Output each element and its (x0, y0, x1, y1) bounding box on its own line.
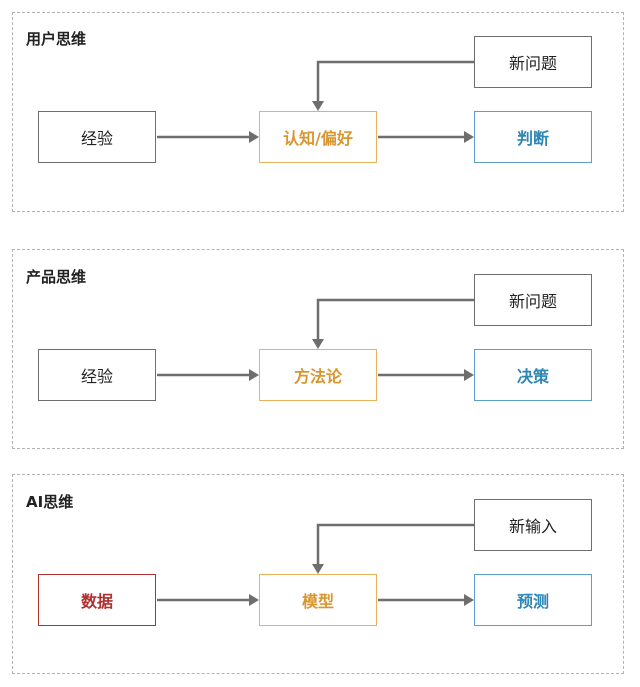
trigger-box-new-question: 新问题 (474, 36, 592, 88)
arrow-head (464, 594, 474, 606)
arrow-head (249, 369, 259, 381)
arrow-head (249, 131, 259, 143)
arrow-head (312, 101, 324, 111)
arrow-trigger-to-process (316, 523, 474, 565)
output-box-judgment: 判断 (474, 111, 592, 163)
arrow-trigger-to-process (316, 298, 474, 340)
input-box-experience: 经验 (38, 111, 156, 163)
panel-title-ai-thinking: AI思维 (26, 493, 74, 511)
arrow-head (464, 131, 474, 143)
input-box-experience: 经验 (38, 349, 156, 401)
arrow-trigger-to-process (316, 60, 474, 102)
output-box-prediction: 预测 (474, 574, 592, 626)
trigger-box-new-question: 新问题 (474, 274, 592, 326)
arrow-head (312, 564, 324, 574)
process-box-methodology: 方法论 (259, 349, 377, 401)
panel-product-thinking (12, 249, 624, 449)
arrow-head (249, 594, 259, 606)
process-box-cognition-preference: 认知/偏好 (259, 111, 377, 163)
input-box-data: 数据 (38, 574, 156, 626)
process-box-model: 模型 (259, 574, 377, 626)
panel-ai-thinking (12, 474, 624, 674)
panel-title-product-thinking: 产品思维 (26, 268, 87, 286)
arrow-head (312, 339, 324, 349)
arrow-head (464, 369, 474, 381)
output-box-decision: 决策 (474, 349, 592, 401)
panel-user-thinking (12, 12, 624, 212)
panel-title-user-thinking: 用户思维 (26, 30, 87, 48)
trigger-box-new-input: 新输入 (474, 499, 592, 551)
